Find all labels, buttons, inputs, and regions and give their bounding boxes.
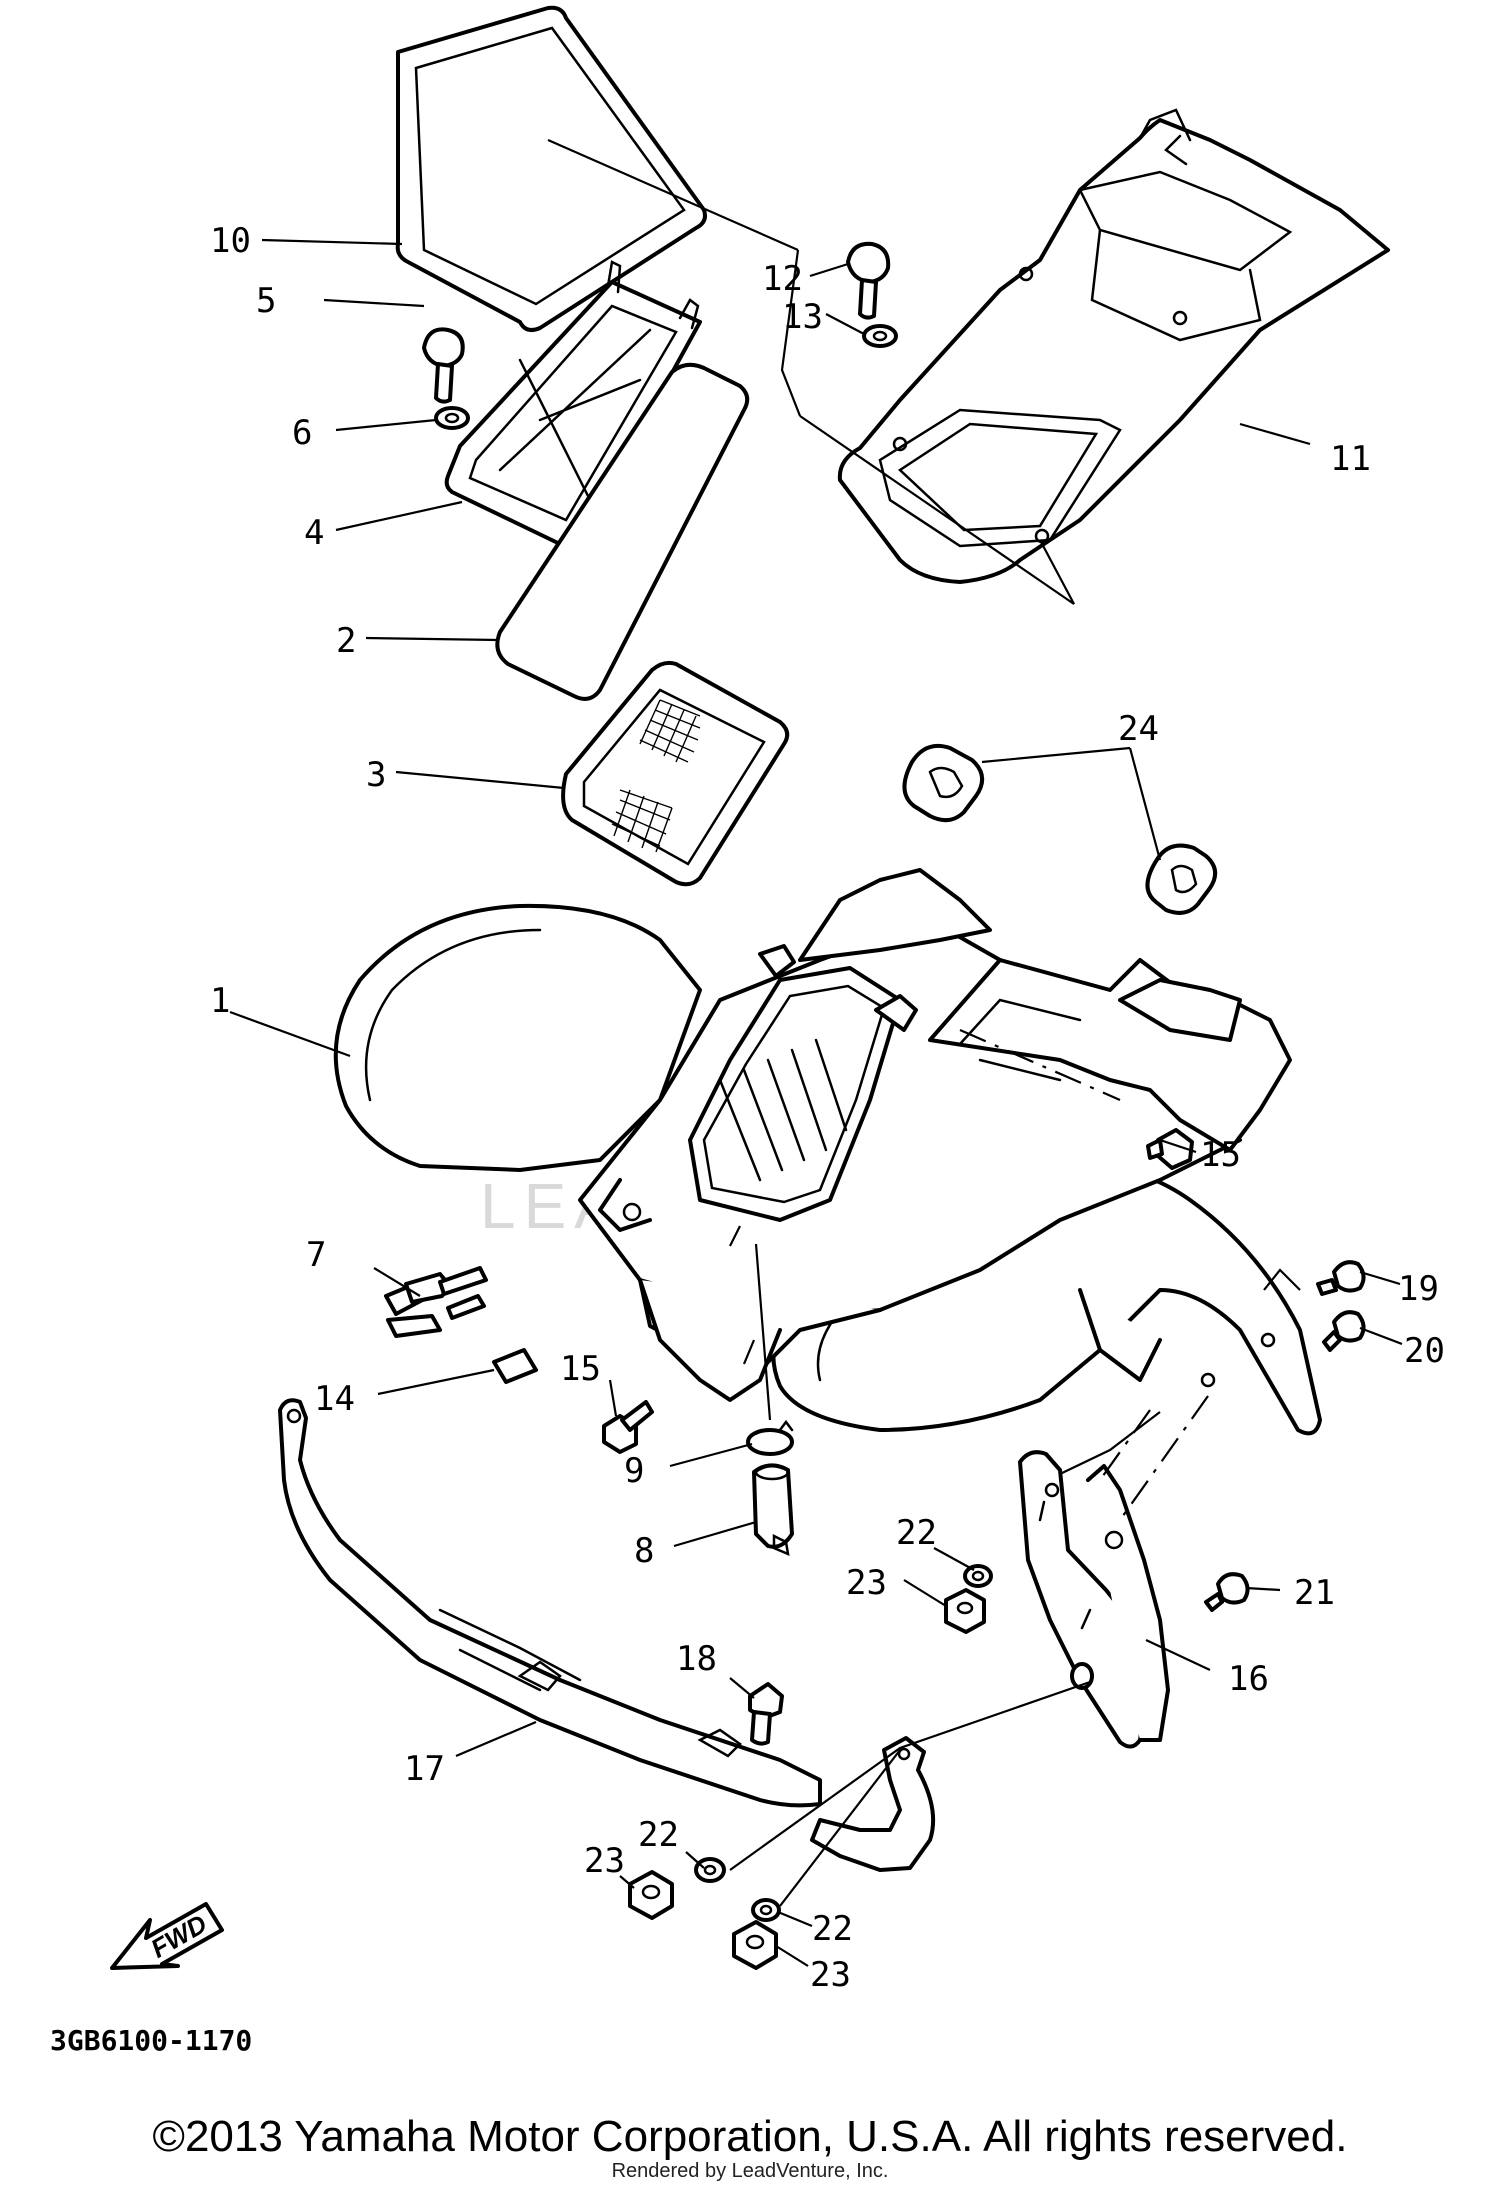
- part-22-washer-c: [751, 1898, 781, 1922]
- callout-5: 5: [256, 281, 276, 321]
- part-16-mud-flap: [1018, 1450, 1170, 1749]
- callout-11: 11: [1330, 439, 1371, 479]
- part-7-clip: [384, 1266, 488, 1338]
- guide-line-10-11: [547, 138, 1075, 605]
- callout-1: 1: [210, 981, 230, 1021]
- callout-9: 9: [624, 1451, 644, 1491]
- callout-13: 13: [782, 297, 823, 337]
- part-18-bolt: [748, 1682, 784, 1746]
- callout-15-right: 15: [1200, 1135, 1241, 1175]
- callout-23-b: 23: [584, 1841, 625, 1881]
- callout-22-a: 22: [896, 1513, 937, 1553]
- part-9-clamp: [746, 1419, 794, 1456]
- part-19-screw: [1316, 1260, 1366, 1296]
- part-6-washer: [434, 406, 470, 430]
- callout-15-lower: 15: [560, 1349, 601, 1389]
- callout-8: 8: [634, 1531, 654, 1571]
- callout-4: 4: [304, 513, 324, 553]
- part-24-grommets: [902, 743, 1218, 915]
- part-10-seal: [395, 5, 707, 332]
- callout-24: 24: [1118, 709, 1159, 749]
- part-2-filter-element: [495, 362, 750, 701]
- callout-16: 16: [1228, 1659, 1269, 1699]
- part-15-bolt-lower: [602, 1400, 654, 1454]
- callout-10: 10: [210, 221, 251, 261]
- part-11-top-cover: [837, 108, 1390, 584]
- callout-20: 20: [1404, 1331, 1445, 1371]
- part-1-rear-fender: [333, 868, 1322, 1436]
- part-23-nut-c: [732, 1920, 778, 1970]
- fwd-arrow-icon: FWD: [110, 1902, 224, 1970]
- part-17-bumper-hook: [810, 1736, 936, 1872]
- part-5-screw: [422, 327, 465, 404]
- callout-3: 3: [366, 755, 386, 795]
- part-23-nut-b: [628, 1870, 674, 1920]
- part-17-bumper-bar: [278, 1398, 822, 1808]
- part-13-washer: [862, 324, 898, 348]
- callout-labels: 10 5 6 4 2 3 12 13 11 24 1 15 7 14 15 19…: [210, 221, 1445, 1995]
- part-14-pad: [492, 1348, 538, 1384]
- callout-21: 21: [1294, 1573, 1335, 1613]
- callout-2: 2: [336, 621, 356, 661]
- part-22-washer-b: [694, 1857, 726, 1883]
- leader-lines: [229, 238, 1403, 1967]
- part-22-washer-a: [963, 1564, 993, 1588]
- callout-12: 12: [762, 259, 803, 299]
- copyright-notice: ©2013 Yamaha Motor Corporation, U.S.A. A…: [152, 2112, 1348, 2161]
- part-3-mesh-screen: [561, 660, 790, 887]
- callout-18: 18: [676, 1639, 717, 1679]
- callout-6: 6: [292, 413, 312, 453]
- part-12-screw: [846, 241, 891, 320]
- rendered-by-text: Rendered by LeadVenture, Inc.: [611, 2160, 889, 2182]
- callout-22-b: 22: [638, 1815, 679, 1855]
- callout-17: 17: [404, 1749, 445, 1789]
- part-21-screw: [1204, 1572, 1250, 1612]
- callout-7: 7: [306, 1235, 326, 1275]
- callout-23-c: 23: [810, 1955, 851, 1995]
- callout-19: 19: [1398, 1269, 1439, 1309]
- part-15-bolt-right: [1146, 1128, 1194, 1170]
- callout-22-c: 22: [812, 1909, 853, 1949]
- part-code: 3GB6100-1170: [50, 2024, 252, 2057]
- part-8-drain-tube: [752, 1463, 794, 1557]
- callout-23-a: 23: [846, 1563, 887, 1603]
- part-20-screw: [1322, 1310, 1366, 1352]
- part-23-nut-a: [944, 1588, 986, 1634]
- callout-14: 14: [314, 1379, 355, 1419]
